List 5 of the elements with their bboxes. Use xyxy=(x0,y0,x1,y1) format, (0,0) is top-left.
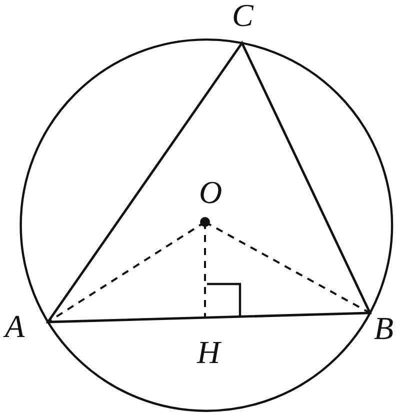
point-label: A xyxy=(5,310,25,342)
point-label: O xyxy=(199,176,222,208)
point-label: C xyxy=(232,0,254,31)
point-label: H xyxy=(197,336,220,368)
point-label: B xyxy=(374,312,394,344)
